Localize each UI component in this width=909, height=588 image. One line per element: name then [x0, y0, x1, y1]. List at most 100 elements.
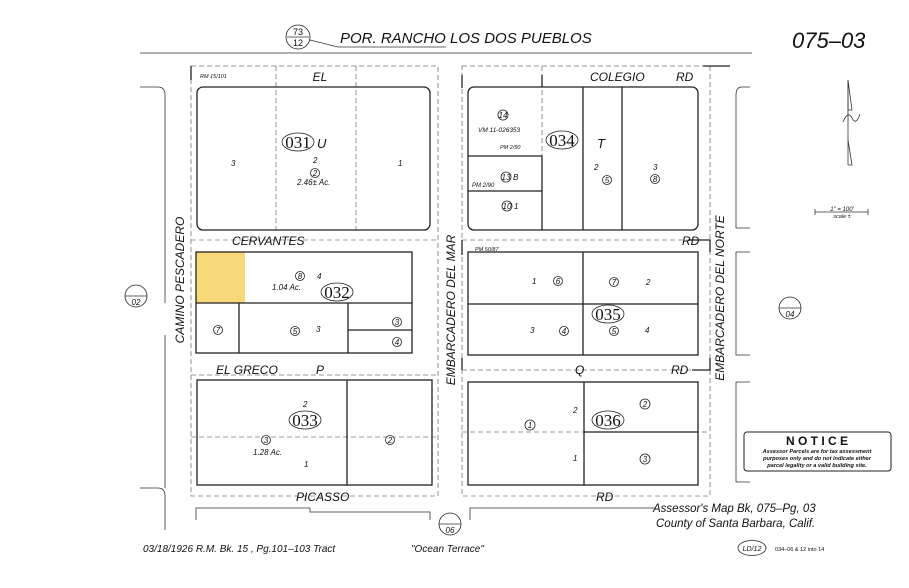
street-el: EL — [313, 70, 328, 84]
street-cervantes-rd: RD — [682, 234, 700, 248]
pm-label-a: PM 2/90 — [500, 145, 521, 151]
notice-title: N O T I C E — [786, 434, 848, 448]
map-book-ref: Assessor's Map Bk, 075–Pg, 03 — [652, 503, 816, 515]
block-033: 2 033 3 1.28 Ac. 1 2 — [196, 379, 433, 486]
block-036: 1 2 1 036 2 3 — [467, 381, 699, 486]
notice-line: parcel legality or a valid building site… — [766, 463, 867, 469]
parcel-number: 4 — [395, 338, 400, 347]
street-el-greco-p: P — [316, 363, 324, 377]
parcel-number: 8 — [298, 272, 303, 281]
lot-number: 1 — [573, 454, 577, 463]
street-labels: EL COLEGIO RD CERVANTES RD EL GRECO P Q … — [173, 70, 727, 504]
parcel-number: 3 — [264, 436, 269, 445]
parcel-number: 2 — [387, 436, 393, 445]
lot-number: 4 — [317, 272, 322, 281]
scale-bar: 1" = 100' scale ± — [814, 207, 869, 220]
acreage: 1.28 Ac. — [253, 448, 282, 457]
block-034: 14 034 T 13 B 10 1 2 5 3 8 — [467, 75, 699, 231]
block-id: 033 — [292, 411, 318, 430]
block-035: 1 6 7 2 035 3 4 5 4 — [467, 251, 699, 356]
scale-note: scale ± — [833, 214, 850, 220]
street-cervantes: CERVANTES — [232, 234, 304, 248]
parcel-number: 5 — [612, 327, 617, 336]
block-032: 8 4 1.04 Ac. 032 7 5 3 3 4 — [195, 251, 413, 354]
lot-number: 3 — [316, 325, 321, 334]
acreage: 2.46± Ac. — [296, 178, 330, 187]
tract-ref: 03/18/1926 R.M. Bk. 15 , Pg.101–103 Trac… — [143, 544, 336, 555]
ref-bottom: 12 — [293, 38, 303, 48]
parcel-number: 5 — [605, 176, 610, 185]
block-id: 032 — [324, 283, 350, 302]
map-number: 075–03 — [792, 28, 866, 53]
ref-top: 73 — [293, 27, 303, 37]
parcel-number: 8 — [653, 175, 658, 184]
parcel-number: 6 — [556, 277, 561, 286]
map-title: POR. RANCHO LOS DOS PUEBLOS — [340, 30, 592, 47]
block-suffix: U — [317, 136, 327, 151]
lot-number: 3 — [530, 326, 535, 335]
parcel-number: 2 — [312, 169, 318, 178]
scale-ratio: 1" = 100' — [830, 207, 854, 213]
ld-note: 034–06 & 12 into 14 — [775, 547, 824, 553]
acreage: 1.04 Ac. — [272, 283, 301, 292]
parcel-suffix: B — [513, 173, 519, 182]
footer: Assessor's Map Bk, 075–Pg, 03 County of … — [143, 503, 824, 556]
lot-number: 1 — [398, 159, 402, 168]
notice-line: Assessor Parcels are for tax assessment — [762, 449, 873, 455]
parcel-number: 14 — [499, 111, 508, 120]
street-q: Q — [575, 363, 584, 377]
recorded-map-labels: RM 15/101 VM 11-026353 PM 2/90 PM 2/90 P… — [200, 74, 521, 253]
street-picasso: PICASSO — [296, 490, 349, 504]
notice-line: purposes only and do not indicate either — [762, 456, 872, 462]
notice-box: N O T I C E Assessor Parcels are for tax… — [743, 431, 892, 472]
parcel-number: 4 — [562, 327, 567, 336]
vm-label: VM 11-026353 — [478, 127, 521, 134]
lot-number: 2 — [572, 406, 578, 415]
tract-name: "Ocean Terrace" — [411, 544, 484, 555]
block-id: 036 — [595, 411, 621, 430]
lot-number: 1 — [514, 202, 518, 211]
adjoining-parcels — [140, 86, 750, 530]
header: 73 12 POR. RANCHO LOS DOS PUEBLOS 075–03 — [140, 24, 866, 54]
lot-number: 2 — [302, 400, 308, 409]
lot-number: 3 — [231, 159, 236, 168]
page-ref-left: 02 — [132, 298, 141, 307]
block-id: 035 — [595, 305, 621, 324]
parcel-number: 5 — [293, 327, 298, 336]
parcel-number: 7 — [216, 326, 221, 335]
street-camino-pescadero: CAMINO PESCADERO — [173, 217, 187, 344]
parcel-number: 1 — [528, 421, 532, 430]
parcel-number: 7 — [612, 278, 617, 287]
street-q-rd: RD — [671, 363, 689, 377]
pm-label-b: PM 2/90 — [472, 183, 495, 189]
parcel-number: 13 — [502, 173, 511, 182]
lot-number: 3 — [653, 163, 658, 172]
lot-number: 1 — [532, 277, 536, 286]
lot-number: 1 — [304, 460, 308, 469]
ld-ref: LD/12 — [743, 546, 762, 553]
rm-label: RM 15/101 — [200, 74, 227, 80]
county-label: County of Santa Barbara, Calif. — [656, 518, 815, 530]
block-id: 034 — [549, 131, 575, 150]
block-id: 031 — [285, 133, 311, 152]
lot-number: 2 — [593, 163, 599, 172]
street-colegio: COLEGIO — [590, 70, 645, 84]
pm-label-c: PM 50/87 — [475, 247, 499, 253]
parcel-number: 3 — [395, 318, 400, 327]
block-suffix: T — [597, 136, 606, 151]
block-031: 031 U 3 2 1 2 2.46± Ac. — [196, 86, 431, 231]
parcel-number: 10 — [503, 202, 512, 211]
lot-number: 2 — [645, 278, 651, 287]
street-embarcadero-del-norte: EMBARCADERO DEL NORTE — [713, 214, 727, 381]
street-el-greco: EL GRECO — [216, 363, 278, 377]
page-ref-bottom: 06 — [446, 526, 455, 535]
page-refs: 02 04 06 — [124, 284, 802, 536]
street-picasso-rd: RD — [596, 490, 614, 504]
lot-number: 4 — [645, 326, 650, 335]
parcel-number: 3 — [643, 455, 648, 464]
page-ref-right: 04 — [786, 310, 795, 319]
street-embarcadero-del-mar: EMBARCADERO DEL MAR — [444, 234, 458, 385]
street-colegio-rd: RD — [676, 70, 694, 84]
parcel-number: 2 — [642, 400, 648, 409]
